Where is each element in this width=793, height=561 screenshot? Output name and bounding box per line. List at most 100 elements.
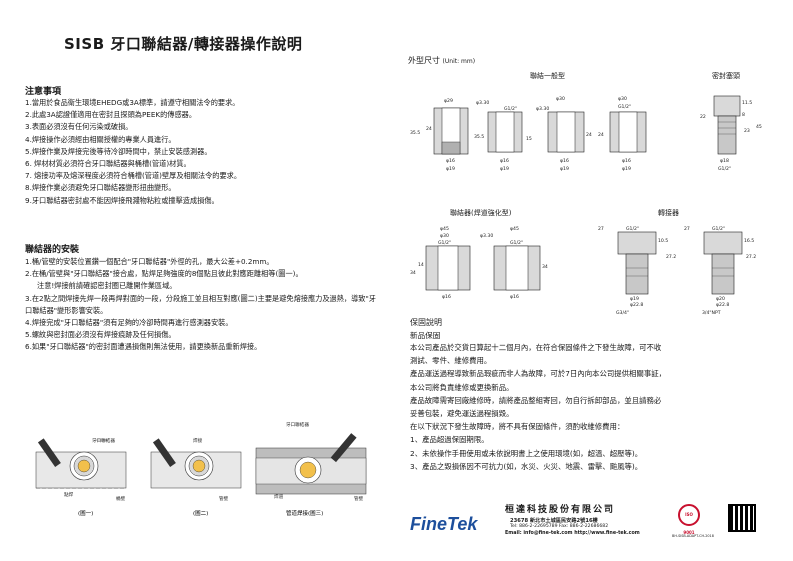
dim-label: 24 [426, 126, 432, 132]
dim-label: 24 [586, 132, 592, 138]
list-item: 5.焊接作業及焊接完後等待冷卻時間中，禁止安裝感測器。 [25, 146, 212, 156]
dim-label: φ16 [510, 294, 519, 300]
dimensions-heading: 外型尺寸 (Unit: mm) [408, 55, 475, 66]
dim-label: G1/2" [618, 104, 631, 110]
drawing-general-1: φ29 35.5 24 φ16 φ19 [410, 98, 469, 172]
dim-label: φ19 [446, 166, 455, 172]
dim-label: φ30 [556, 96, 565, 102]
company-name: 桓達科技股份有限公司 [505, 505, 616, 515]
dim-label: φ22.8 [716, 302, 729, 308]
group-general-title: 聯結一般型 [530, 72, 565, 80]
figure-1: 牙口聯結器 點焊 桶壁 (圖一) [35, 437, 127, 517]
dim-label: 27.2 [746, 254, 756, 260]
dim-label: φ3.30 [476, 100, 489, 106]
doc-code: BH-SISB-ADAPT-CH-2018 [672, 534, 714, 538]
dim-label: φ20 [716, 296, 725, 302]
warranty-line: 本公司產品於交貨日算起十二個月內，在符合保固條件之下發生故障，可不收 [410, 343, 662, 352]
dim-label: 23 [744, 128, 750, 134]
label-pipe-wall: 管壁 [219, 495, 229, 502]
plug-drawing: 11.5 8 22 23 45 φ18 G1/2" [700, 95, 762, 172]
warranty-line: 在以下狀況下發生故障時，將不具有保固條件，須酌收維修費用： [410, 422, 625, 432]
list-item: 5.螺紋與密封面必須沒有焊接痕跡及任何損傷。 [25, 330, 176, 340]
warranty-line: 產品運送過程導致新品瑕疵而非人為故障，可於7日內向本公司提供相關事証， [410, 369, 666, 379]
reinforced-connector-drawings: φ45 φ30 G1/2" 34 14 φ16 φ45 φ3.30 G1/2" … [410, 226, 548, 300]
dim-label: 8 [742, 112, 745, 118]
group-adapter-title: 轉接器 [658, 209, 679, 217]
install-heading: 聯結器的安裝 [25, 245, 80, 255]
brand-logo: FineTek [410, 514, 478, 534]
caption-fig2: (圖二) [193, 510, 208, 517]
adapter-drawings: 27 G1/2" 10.5 27.2 φ19 φ22.8 G3/4" 27 G1… [598, 226, 756, 316]
installation-figures: 牙口聯結器 點焊 桶壁 (圖一) 焊接 管壁 (圖二) 牙口聯結器 焊道 管壁 … [35, 421, 367, 517]
warranty-line: 3、產品之毀損係因不可抗力(如，水災、火災、地震、雷擊、颱風等)。 [410, 461, 643, 471]
label-connector: 牙口聯結器 [92, 437, 115, 444]
page-title: SISB 牙口聯結器/轉接器操作說明 [64, 35, 303, 53]
dim-label: φ16 [446, 158, 455, 164]
dim-label: 34 [542, 264, 548, 270]
label-connector-top: 牙口聯結器 [286, 421, 309, 428]
label-weld: 焊接 [193, 437, 203, 444]
drawing-adapter-2: 27 G1/2" 16.5 27.2 φ20 φ22.8 3/4"NPT [684, 226, 756, 316]
dim-label: 16.5 [744, 238, 754, 244]
list-item: 2.在桶/管壁與"牙口聯結器"接合處，點焊足夠強度的8個點且彼此對應距離相等(圖… [25, 269, 303, 279]
dim-label: 15 [526, 136, 532, 142]
dimensions-title: 外型尺寸 [408, 56, 440, 65]
dim-label: φ19 [500, 166, 509, 172]
dim-label: φ18 [720, 158, 729, 164]
drawing-reinforced-1: φ45 φ30 G1/2" 34 14 φ16 [410, 226, 471, 300]
label-weld-point: 點焊 [64, 491, 74, 498]
list-item: 3.在2點之間焊接先焊一段再焊對面的一段，分段施工並且相互對應(圖二)主要是避免… [25, 293, 376, 315]
dim-label: 27 [598, 226, 604, 232]
warranty-heading: 保固說明 [410, 318, 442, 327]
drawing-general-4: φ30 G1/2" 24 φ16 φ19 [598, 96, 647, 172]
warranty-line: 產品故障需寄回廠維修時，請將產品整組寄回，勿自行拆卸部品，並且請務必 [410, 395, 662, 405]
warranty-line: 測試、零件、維修費用。 [410, 356, 492, 366]
dim-label: 14 [418, 262, 424, 268]
dim-label: G1/2" [438, 240, 451, 246]
dim-label: 35.5 [474, 134, 484, 140]
warranty-line: 1、產品超過保固期限。 [410, 435, 489, 445]
dim-label: G1/2" [510, 240, 523, 246]
figure-3: 牙口聯結器 焊道 管壁 管道焊接(圖三) [255, 421, 367, 517]
warranty-line: 2、未依操作手冊使用或未依說明書上之使用環境(如，超溫、超壓等)。 [410, 448, 643, 458]
drawing-adapter-1: 27 G1/2" 10.5 27.2 φ19 φ22.8 G3/4" [598, 226, 676, 316]
list-item: 4.焊接完成"牙口聯結器"須有足夠的冷卻時間再進行感測器安裝。 [25, 318, 233, 328]
warranty-line: 妥善包裝，避免運送過程損毀。 [410, 409, 514, 419]
list-item: 6. 焊材材質必須符合牙口聯結器與桶槽(管道)材質。 [25, 159, 191, 169]
group-plug-title: 密封塞頭 [712, 72, 740, 80]
dim-label: φ16 [500, 158, 509, 164]
company-address: 23678 新北市土城區民安路2號16樓 [510, 518, 598, 524]
install-list: 1.桶/管壁的安裝位置鑽一個配合"牙口聯結器"外徑的孔，最大公差+0.2mm。 … [25, 256, 380, 354]
dim-label: φ45 [440, 226, 449, 232]
label-weld-seam: 焊道 [274, 493, 284, 500]
dim-label: φ16 [442, 294, 451, 300]
label-pipe: 管壁 [354, 495, 364, 502]
figure-2: 焊接 管壁 (圖二) [150, 437, 242, 517]
drawing-general-3: φ30 φ3.30 24 φ16 φ19 [536, 96, 592, 172]
general-connector-drawings: φ29 35.5 24 φ16 φ19 φ3.30 G1/2" 35.5 15 … [410, 96, 647, 172]
dim-label: 35.5 [410, 130, 420, 136]
dim-label: G1/2" [718, 166, 731, 172]
iso-badge: ISO 9001 [678, 504, 700, 535]
dim-label: φ16 [560, 158, 569, 164]
dim-label: φ29 [444, 98, 453, 104]
drawing-reinforced-2: φ45 φ3.30 G1/2" 34 φ16 [480, 226, 548, 300]
label-tank-wall: 桶壁 [116, 495, 126, 502]
dim-label: φ3.30 [536, 106, 549, 112]
list-item: 9.牙口聯結器密封處不能因焊接飛濺物粘粒或撞擊造成損傷。 [25, 195, 219, 205]
dim-label: φ19 [622, 166, 631, 172]
list-item: 4.焊接操作必須經由相關授權的專業人員進行。 [25, 134, 176, 144]
list-item: 1.桶/管壁的安裝位置鑽一個配合"牙口聯結器"外徑的孔，最大公差+0.2mm。 [25, 257, 274, 266]
dim-label: 27.2 [666, 254, 676, 260]
dim-label: 27 [684, 226, 690, 232]
dim-label: 34 [410, 270, 416, 276]
list-item: 8.焊接作業必須避免牙口聯結器變形扭曲變形。 [25, 183, 176, 193]
company-web: Email: info@fine-tek.com http://www.fine… [505, 531, 640, 536]
dim-label: 45 [756, 124, 762, 130]
dim-label: φ30 [440, 233, 449, 239]
notes-list: 1.當用於食品衛生環境EHEDG或3A標準，請遵守相關法令的要求。 2.此處3A… [25, 97, 395, 207]
list-item: 2.此處3A認證僅適用在密封且探頭為PEEK的傳感器。 [25, 110, 197, 120]
dim-label: φ19 [560, 166, 569, 172]
list-item: 7. 熔接功率及熔深程度必須符合桶槽(管道)壁厚及相關法令的要求。 [25, 171, 242, 181]
dimensions-unit: (Unit: mm) [442, 58, 476, 65]
